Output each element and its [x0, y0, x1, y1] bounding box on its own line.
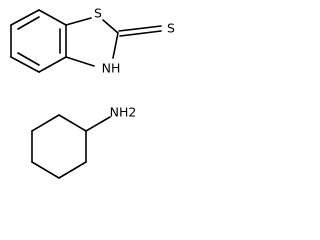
double-bond	[119, 30, 162, 37]
bond	[58, 114, 87, 132]
bond	[10, 56, 40, 73]
molecule-cyclohexylamine: NH2	[31, 105, 137, 179]
bond	[112, 32, 119, 59]
bond	[65, 56, 95, 67]
bond	[65, 17, 92, 26]
bond	[38, 9, 67, 26]
bond	[31, 114, 60, 132]
double-bond-inner	[17, 16, 40, 30]
amine-label: NH2	[110, 105, 137, 120]
structure-drawing: S S NH NH2	[10, 6, 175, 179]
double-bond-inner	[17, 52, 40, 66]
bond	[31, 161, 60, 179]
sulfur-thione-label: S	[167, 21, 175, 36]
bond	[38, 56, 67, 73]
bond	[102, 19, 119, 34]
molecule-benzothiazolethione: S S NH	[10, 6, 175, 76]
nitrogen-ring-label: NH	[102, 61, 121, 76]
bond	[10, 9, 40, 26]
bond	[85, 116, 111, 132]
double-bond	[118, 25, 162, 32]
bond	[58, 161, 87, 179]
sulfur-ring-label: S	[94, 6, 102, 21]
